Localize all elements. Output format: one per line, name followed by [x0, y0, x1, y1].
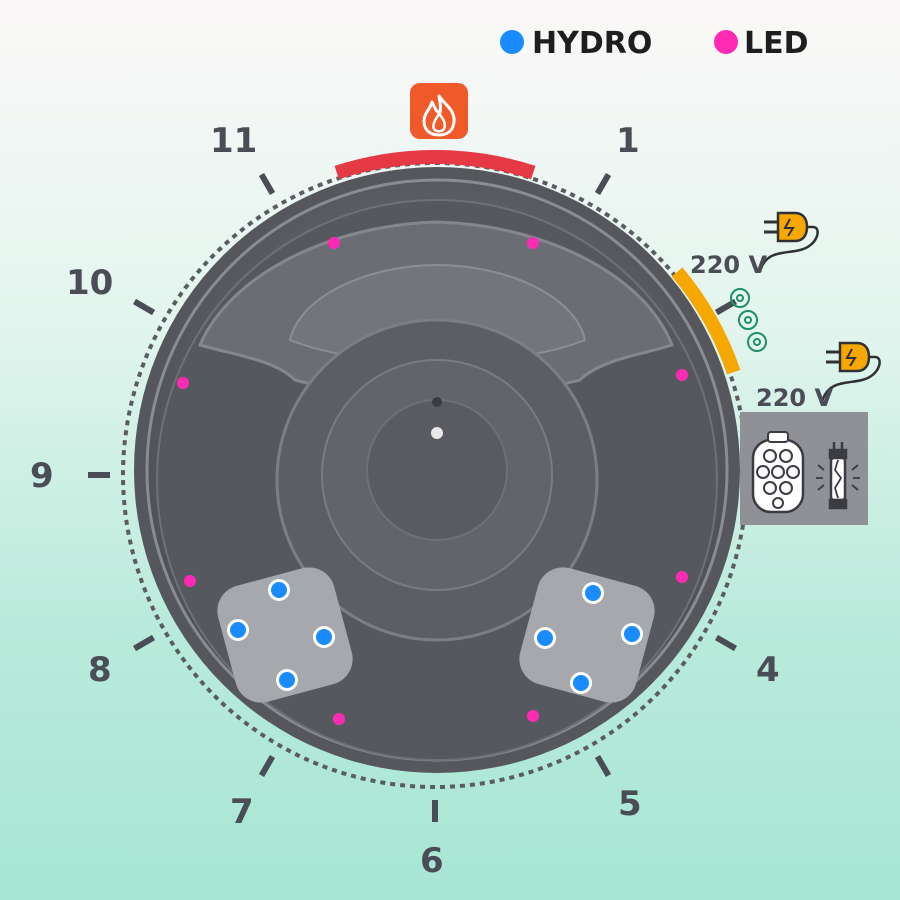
power-label-bottom: 220 V — [756, 384, 833, 412]
led-light — [676, 571, 688, 583]
jet-control-icon — [730, 288, 767, 352]
led-light — [333, 713, 345, 725]
clock-tick-4 — [714, 634, 738, 652]
clock-label-9: 9 — [30, 456, 54, 496]
hydro-jet — [279, 672, 295, 688]
led-light — [328, 237, 340, 249]
led-light — [527, 237, 539, 249]
hydro-jet — [230, 622, 246, 638]
hydro-jet — [316, 629, 332, 645]
led-light — [527, 710, 539, 722]
legend-led-dot — [714, 30, 738, 54]
led-light — [676, 369, 688, 381]
heater-badge — [410, 83, 468, 139]
jet-pad-right — [519, 567, 655, 703]
legend-hydro-label: HYDRO — [532, 26, 652, 61]
power-plug-icon-bottom — [820, 341, 881, 403]
drain-icon — [431, 427, 443, 439]
uv-lamp-icon — [816, 442, 860, 510]
led-lights — [177, 237, 688, 725]
hydro-jet — [585, 585, 601, 601]
legend-led-label: LED — [744, 26, 809, 61]
filter-cartridge-icon — [751, 431, 805, 514]
clock-tick-5 — [594, 754, 612, 778]
clock-label-8: 8 — [88, 650, 112, 690]
power-label-top: 220 V — [690, 251, 767, 279]
clock-tick-7 — [258, 754, 276, 778]
clock-tick-11 — [258, 172, 276, 196]
hydro-jet — [624, 626, 640, 642]
legend: HYDRO LED — [500, 26, 809, 61]
jet-pad-left — [217, 567, 353, 703]
led-light — [184, 575, 196, 587]
clock-label-11: 11 — [210, 121, 257, 161]
heater-zone-arc — [334, 150, 536, 180]
clock-label-6: 6 — [420, 841, 444, 881]
clock-label-10: 10 — [66, 263, 113, 303]
drain-plate — [366, 399, 508, 541]
clock-label-4: 4 — [756, 650, 780, 690]
hydro-jet — [271, 582, 287, 598]
clock-label-7: 7 — [230, 792, 254, 832]
hydro-jet — [573, 675, 589, 691]
clock-label-5: 5 — [618, 784, 642, 824]
clock-label-1: 1 — [616, 121, 640, 161]
clock-tick-10 — [132, 298, 156, 316]
flame-icon — [422, 94, 456, 137]
legend-hydro-dot — [500, 30, 524, 54]
jet-nozzle — [432, 397, 442, 407]
hydro-jet — [537, 630, 553, 646]
equipment-panel — [740, 412, 868, 525]
power-zone-arc — [671, 267, 741, 375]
clock-labels: 11 1 10 9 8 4 7 5 6 — [30, 121, 780, 881]
clock-tick-8 — [132, 634, 156, 652]
clock-tick-1 — [594, 172, 612, 196]
hydro-jets — [227, 579, 643, 694]
led-light — [177, 377, 189, 389]
power-plug-icon-top — [758, 211, 819, 273]
